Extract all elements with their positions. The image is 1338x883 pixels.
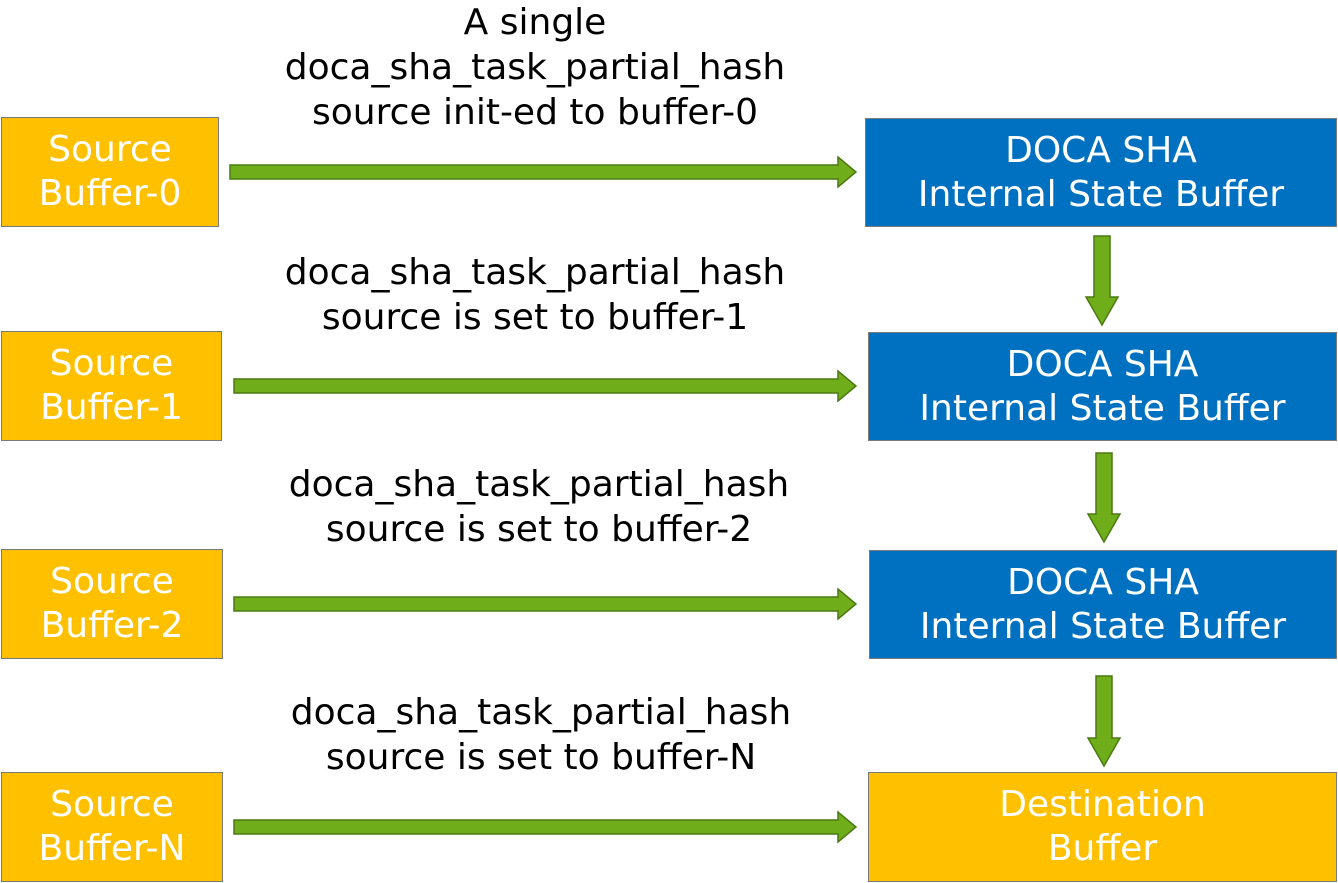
arrow-state-1-to-state-2 (1086, 452, 1122, 544)
label-step-1-line-2: source is set to buffer-1 (321, 297, 749, 338)
internal-state-buffer-0: DOCA SHA Internal State Buffer (865, 118, 1337, 227)
source-buffer-n-line-1: Source (50, 784, 174, 825)
label-step-n: doca_sha_task_partial_hash source is set… (271, 690, 811, 780)
label-step-0: A single doca_sha_task_partial_hash sour… (265, 0, 805, 135)
internal-state-buffer-1: DOCA SHA Internal State Buffer (868, 332, 1337, 441)
arrow-state-2-to-destination (1086, 675, 1122, 768)
internal-state-buffer-1-line-1: DOCA SHA (1006, 343, 1199, 385)
label-step-2-line-1: doca_sha_task_partial_hash (288, 464, 790, 505)
internal-state-buffer-0-line-2: Internal State Buffer (917, 173, 1285, 215)
label-step-2: doca_sha_task_partial_hash source is set… (269, 462, 809, 552)
arrow-source-2-to-state-2 (233, 587, 858, 621)
label-step-1-line-1: doca_sha_task_partial_hash (284, 252, 786, 293)
destination-buffer-line-2: Buffer (1047, 828, 1158, 869)
source-buffer-1: Source Buffer-1 (1, 331, 222, 441)
source-buffer-0-line-2: Buffer-0 (38, 173, 182, 214)
arrow-state-0-to-state-1 (1084, 235, 1120, 327)
destination-buffer: Destination Buffer (868, 772, 1337, 882)
label-step-0-line-1: A single (463, 2, 607, 43)
label-step-0-line-3: source init-ed to buffer-0 (312, 92, 758, 133)
source-buffer-2: Source Buffer-2 (1, 549, 223, 659)
label-step-n-line-1: doca_sha_task_partial_hash (290, 692, 792, 733)
internal-state-buffer-2-line-1: DOCA SHA (1007, 561, 1199, 603)
internal-state-buffer-2-line-2: Internal State Buffer (919, 605, 1287, 647)
arrow-source-n-to-destination (233, 810, 858, 844)
source-buffer-n-line-2: Buffer-N (38, 828, 186, 869)
source-buffer-0: Source Buffer-0 (1, 117, 219, 227)
label-step-1: doca_sha_task_partial_hash source is set… (265, 250, 805, 340)
source-buffer-1-line-1: Source (49, 343, 174, 384)
label-step-0-line-2: doca_sha_task_partial_hash (284, 47, 786, 88)
source-buffer-2-line-2: Buffer-2 (40, 605, 184, 646)
source-buffer-1-line-2: Buffer-1 (40, 387, 183, 428)
label-step-2-line-2: source is set to buffer-2 (325, 509, 753, 550)
source-buffer-0-line-1: Source (48, 129, 172, 170)
source-buffer-n: Source Buffer-N (1, 772, 223, 882)
internal-state-buffer-1-line-2: Internal State Buffer (919, 387, 1286, 429)
arrow-source-0-to-state-0 (229, 155, 858, 189)
source-buffer-2-line-1: Source (50, 561, 174, 602)
label-step-n-line-2: source is set to buffer-N (325, 737, 757, 778)
internal-state-buffer-2: DOCA SHA Internal State Buffer (869, 550, 1337, 659)
arrow-source-1-to-state-1 (233, 369, 858, 403)
internal-state-buffer-0-line-1: DOCA SHA (1005, 129, 1197, 171)
destination-buffer-line-1: Destination (999, 784, 1206, 825)
